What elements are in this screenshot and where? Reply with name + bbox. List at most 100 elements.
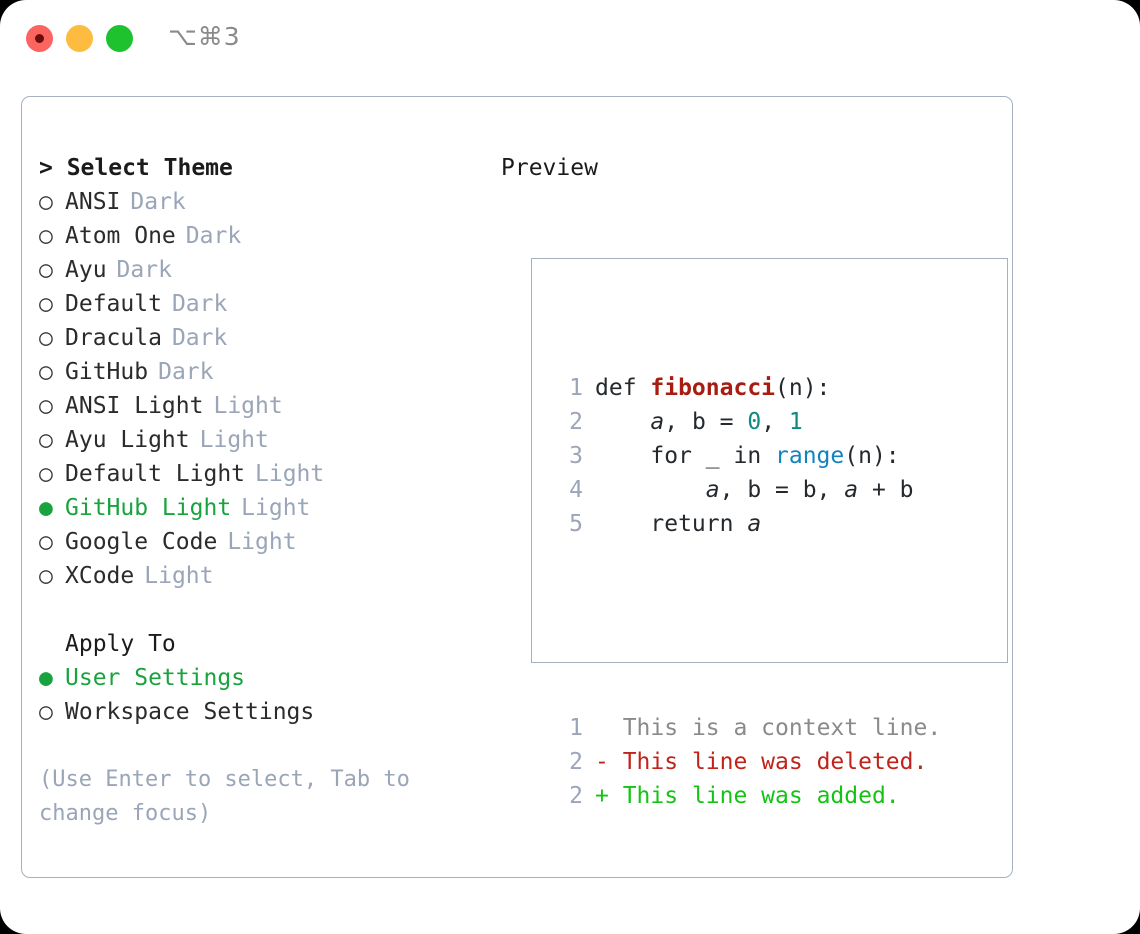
diff-text: This line was added. [608, 783, 900, 809]
theme-option-label: Default [65, 291, 162, 317]
diff-text: This is a context line. [608, 715, 942, 741]
theme-variant-tag: Light [213, 393, 283, 419]
theme-option-label: Ayu [65, 257, 107, 283]
theme-variant-tag: Dark [158, 359, 214, 385]
code-line: 5 return a [553, 507, 941, 541]
theme-variant-tag: Dark [130, 189, 186, 215]
code-token-plain: (n): [775, 375, 831, 401]
code-token-plain: , b = b, [719, 477, 845, 503]
traffic-lights [26, 25, 133, 52]
theme-variant-tag: Dark [116, 257, 172, 283]
radio-unselected-icon: ○ [39, 427, 53, 453]
theme-option-ayu-light-light[interactable]: ○ Ayu Light Light [39, 423, 489, 457]
line-number: 4 [569, 477, 583, 503]
radio-selected-icon: ● [39, 665, 53, 691]
keyboard-hint-text: (Use Enter to select, Tab to change focu… [39, 767, 424, 826]
theme-variant-tag: Light [227, 529, 297, 555]
theme-panel-title: > Select Theme [39, 155, 233, 181]
line-number: 1 [569, 375, 583, 401]
code-token-plain: = [705, 409, 748, 435]
code-token-plain: , [761, 409, 789, 435]
code-token-var: a [650, 409, 665, 435]
keyboard-shortcut-label: ⌥⌘3 [168, 22, 241, 51]
radio-unselected-icon: ○ [39, 325, 53, 351]
apply-to-option-label: Workspace Settings [65, 699, 315, 725]
code-token-plain: + b [858, 477, 914, 503]
code-token-plain [595, 409, 650, 435]
line-number: 5 [569, 511, 583, 537]
diff-block: 1 This is a context line. 2- This line wa… [553, 711, 941, 813]
code-line: 2 a, b = 0, 1 [553, 405, 941, 439]
code-token-plain: for _ in [595, 443, 776, 469]
apply-to-option-user-settings[interactable]: ● User Settings [39, 661, 489, 695]
radio-unselected-icon: ○ [39, 563, 53, 589]
code-token-var: a [705, 477, 720, 503]
theme-option-label: ANSI [65, 189, 121, 215]
radio-unselected-icon: ○ [39, 223, 53, 249]
line-number: 1 [569, 715, 583, 741]
theme-option-label: Default Light [65, 461, 246, 487]
theme-option-ansi-dark[interactable]: ○ ANSI Dark [39, 185, 489, 219]
recording-indicator-icon [35, 34, 44, 43]
theme-option-dracula-dark[interactable]: ○ Dracula Dark [39, 321, 489, 355]
apply-to-option-workspace-settings[interactable]: ○Workspace Settings [39, 695, 489, 729]
radio-unselected-icon: ○ [39, 291, 53, 317]
apply-to-option-label: User Settings [65, 665, 246, 691]
theme-variant-tag: Dark [171, 325, 228, 351]
code-line: 1 def fibonacci(n): [553, 371, 941, 405]
theme-option-label: Ayu Light [65, 427, 190, 453]
code-token-plain: return [595, 511, 748, 537]
theme-option-xcode-light[interactable]: ○ XCode Light [39, 559, 489, 593]
code-line-content: for _ in range(n): [595, 439, 900, 473]
title-bar: ⌥⌘3 [0, 0, 1140, 78]
diff-line-added: 2+ This line was added. [553, 779, 941, 813]
code-token-plain: (n): [844, 443, 900, 469]
code-token-call: range [775, 443, 845, 469]
diff-sign: - [595, 749, 609, 775]
line-number: 2 [569, 749, 583, 775]
close-button[interactable] [26, 25, 53, 52]
zoom-button[interactable] [106, 25, 133, 52]
radio-unselected-icon: ○ [39, 359, 53, 385]
code-token-num: 0 [747, 409, 762, 435]
theme-variant-tag: Dark [171, 291, 228, 317]
diff-sign [595, 711, 609, 745]
theme-option-label: Dracula [65, 325, 162, 351]
theme-option-atom-one-dark[interactable]: ○ Atom One Dark [39, 219, 489, 253]
apply-to-list[interactable]: ● User Settings ○Workspace Settings [39, 661, 489, 729]
code-token-var: a [844, 477, 859, 503]
minimize-button[interactable] [66, 25, 93, 52]
spacer [553, 609, 941, 643]
radio-unselected-icon: ○ [39, 529, 53, 555]
theme-variant-tag: Dark [185, 223, 242, 249]
theme-option-default-dark[interactable]: ○ Default Dark [39, 287, 489, 321]
theme-variant-tag: Light [255, 461, 325, 487]
theme-option-label: Atom One [65, 223, 176, 249]
diff-line-deleted: 2- This line was deleted. [553, 745, 941, 779]
theme-option-label: ANSI Light [65, 393, 204, 419]
radio-selected-icon: ● [39, 495, 53, 521]
theme-variant-tag: Light [199, 427, 269, 453]
code-token-num: 1 [788, 409, 803, 435]
theme-variant-tag: Light [144, 563, 214, 589]
line-number: 2 [569, 783, 583, 809]
code-line-content: a, b = b, a + b [595, 473, 914, 507]
code-token-fn: fibonacci [650, 375, 776, 401]
code-token-kw: def [595, 375, 651, 401]
code-token-plain: , [664, 409, 692, 435]
radio-unselected-icon: ○ [39, 189, 53, 215]
theme-option-label: XCode [65, 563, 135, 589]
